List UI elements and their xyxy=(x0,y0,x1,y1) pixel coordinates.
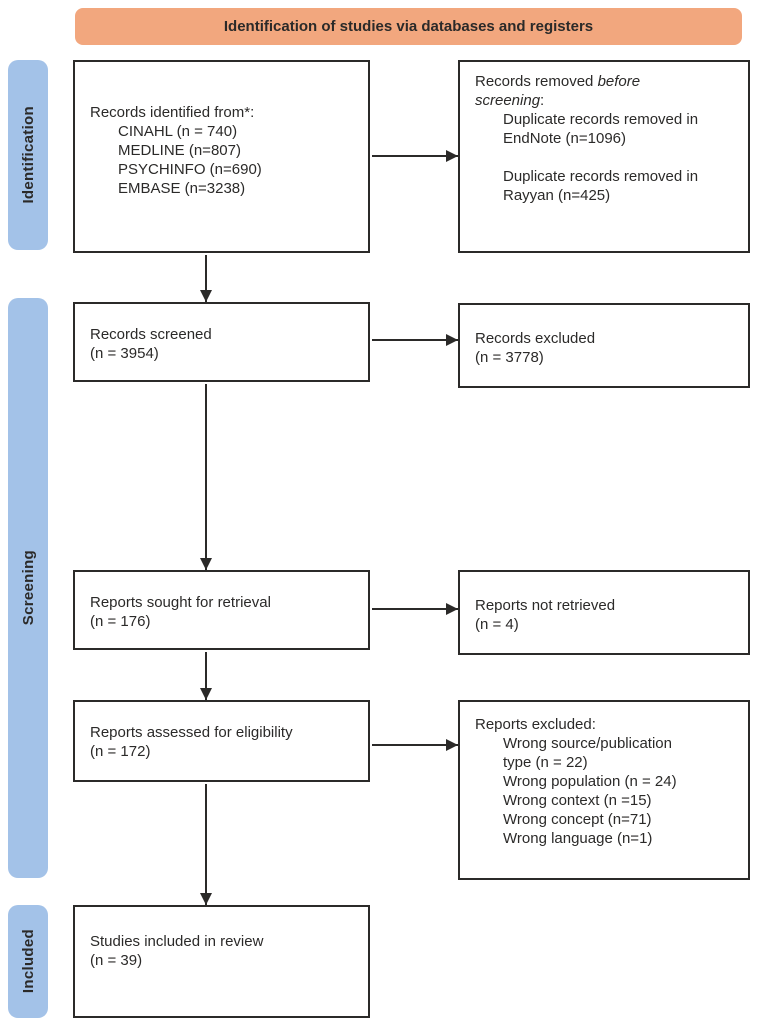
reports-assessed-line1: Reports assessed for eligibility xyxy=(90,724,293,741)
records-removed-title-suffix: : xyxy=(540,92,545,109)
stage-label-screening-text: Screening xyxy=(19,550,37,626)
studies-included-count: (n = 39) xyxy=(90,952,143,969)
reports-sought-count: (n = 176) xyxy=(90,613,151,630)
reports-sought-line1: Reports sought for retrieval xyxy=(90,594,271,611)
reports-excluded-item: Wrong source/publication type (n = 22) xyxy=(503,735,672,771)
reports-assessed-count: (n = 172) xyxy=(90,743,151,760)
records-screened-line1: Records screened xyxy=(90,326,212,343)
records-identified-item: PSYCHINFO (n=690) xyxy=(118,161,262,178)
reports-not-retrieved-count: (n = 4) xyxy=(475,616,519,633)
records-removed-title-prefix: Records removed xyxy=(475,73,598,90)
reports-excluded-item: Wrong concept (n=71) xyxy=(503,811,652,828)
stage-label-screening: Screening xyxy=(8,298,48,878)
arrow-sought-to-not-retrieved xyxy=(372,603,458,615)
arrow-assessed-to-included xyxy=(200,784,212,905)
records-identified-title: Records identified from*: xyxy=(90,104,255,121)
studies-included-line1: Studies included in review xyxy=(90,933,264,950)
banner: Identification of studies via databases … xyxy=(75,8,742,45)
arrow-screened-to-excluded xyxy=(372,334,458,346)
records-removed-title-italic: before screening xyxy=(475,73,641,109)
stage-label-identification: Identification xyxy=(8,60,48,250)
arrow-identified-to-screened xyxy=(200,255,212,302)
arrow-screened-to-sought xyxy=(200,384,212,570)
box-reports-sought: Reports sought for retrieval (n = 176) xyxy=(73,570,370,650)
reports-excluded-item: Wrong language (n=1) xyxy=(503,830,653,847)
box-reports-excluded: Reports excluded: Wrong source/publicati… xyxy=(458,700,750,880)
arrow-assessed-to-reports-excluded xyxy=(372,739,458,751)
records-excluded-line1: Records excluded xyxy=(475,330,596,347)
box-records-screened: Records screened (n = 3954) xyxy=(73,302,370,382)
box-records-excluded: Records excluded (n = 3778) xyxy=(458,303,750,388)
box-records-identified: Records identified from*: CINAHL (n = 74… xyxy=(73,60,370,253)
arrow-identified-to-removed xyxy=(372,150,458,162)
records-removed-title: Records removed before screening: xyxy=(475,72,680,110)
reports-excluded-item: Wrong context (n =15) xyxy=(503,792,652,809)
records-identified-item: MEDLINE (n=807) xyxy=(118,142,241,159)
stage-label-included-text: Included xyxy=(19,929,37,994)
box-records-removed: Records removed before screening: Duplic… xyxy=(458,60,750,253)
box-reports-not-retrieved: Reports not retrieved (n = 4) xyxy=(458,570,750,655)
reports-excluded-title: Reports excluded: xyxy=(475,716,596,733)
reports-not-retrieved-line1: Reports not retrieved xyxy=(475,597,616,614)
records-identified-item: EMBASE (n=3238) xyxy=(118,180,246,197)
records-excluded-count: (n = 3778) xyxy=(475,349,544,366)
stage-label-included: Included xyxy=(8,905,48,1018)
banner-title: Identification of studies via databases … xyxy=(223,18,594,35)
stage-label-identification-text: Identification xyxy=(19,106,37,204)
box-studies-included: Studies included in review (n = 39) xyxy=(73,905,370,1018)
reports-excluded-item: Wrong population (n = 24) xyxy=(503,773,677,790)
records-removed-item: Duplicate records removed in Rayyan (n=4… xyxy=(503,168,699,204)
arrow-sought-to-assessed xyxy=(200,652,212,700)
records-removed-item: Duplicate records removed in EndNote (n=… xyxy=(503,111,699,147)
records-screened-count: (n = 3954) xyxy=(90,345,159,362)
box-reports-assessed: Reports assessed for eligibility (n = 17… xyxy=(73,700,370,782)
records-identified-item: CINAHL (n = 740) xyxy=(118,123,238,140)
